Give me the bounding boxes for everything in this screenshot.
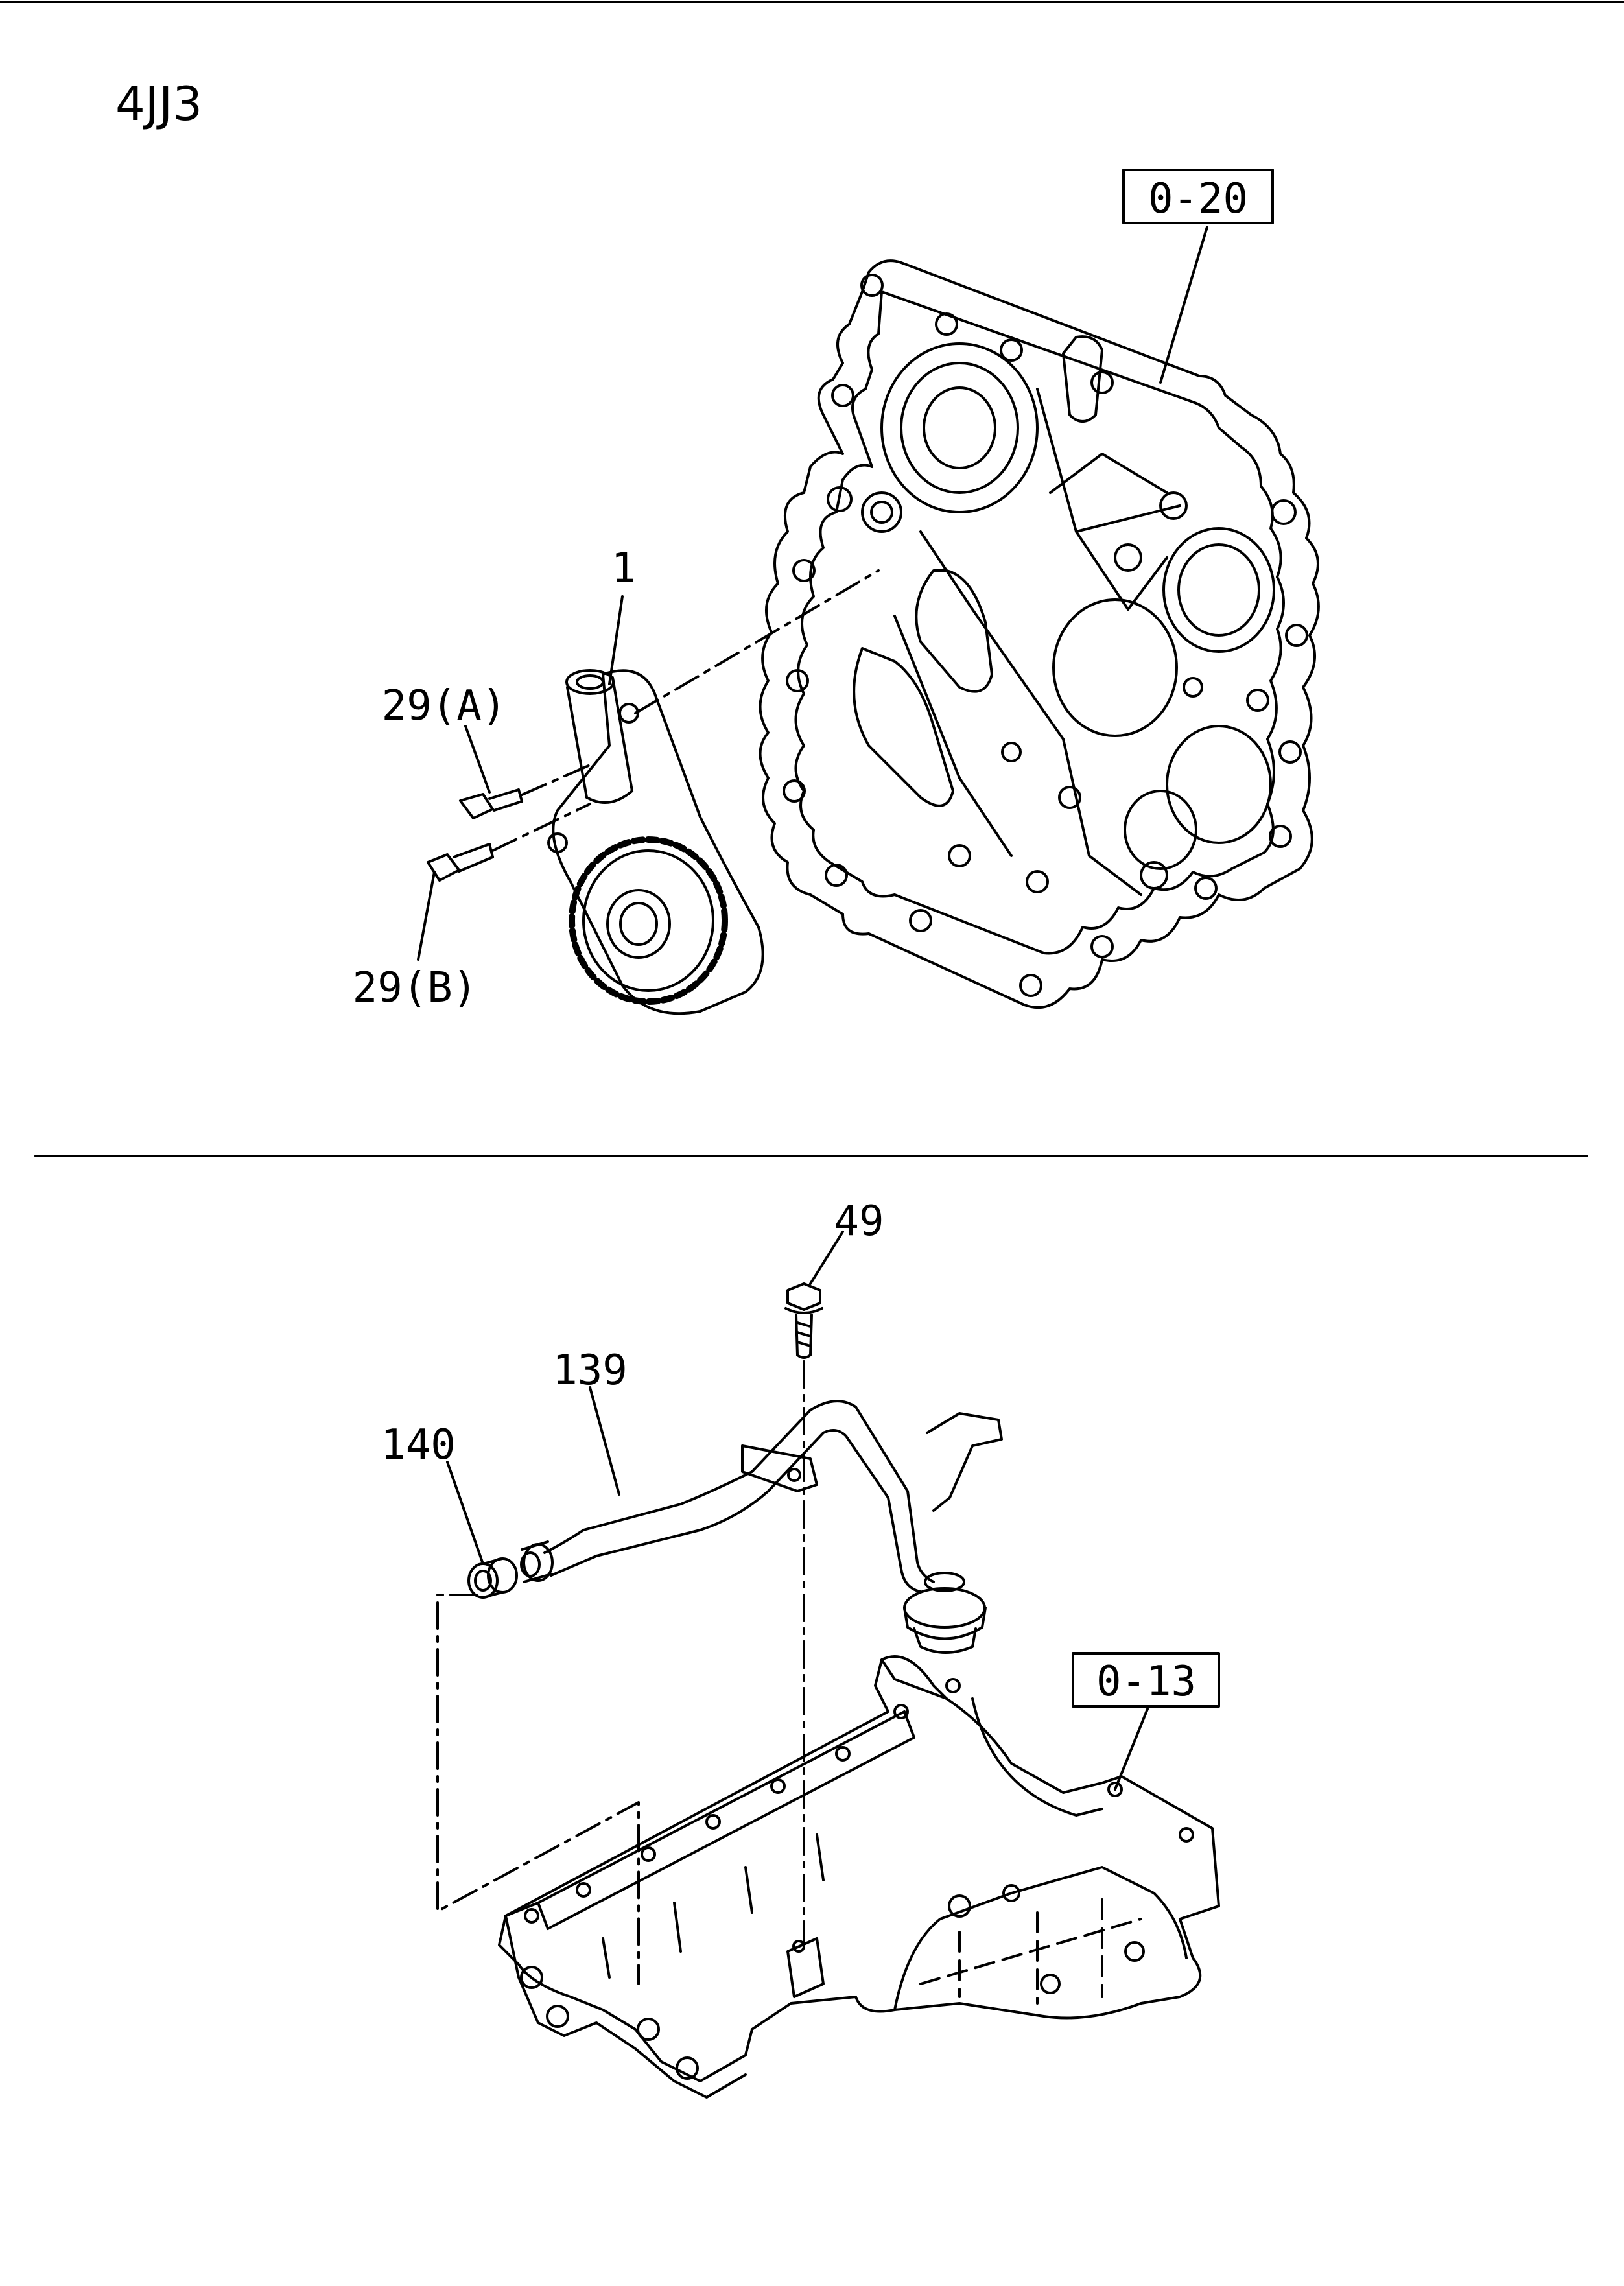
leader-139 <box>589 1386 620 1496</box>
locating-pin <box>1062 335 1103 423</box>
strainer-body-top <box>903 1587 986 1629</box>
pipe-inlet-bead-edges <box>521 1540 552 1583</box>
strainer-body <box>903 1607 987 1640</box>
pipe-mount-tab <box>926 1412 1003 1512</box>
upper-left-bore <box>880 342 1039 513</box>
idle-gear-plate-hole <box>618 703 639 724</box>
ref-box-0-20 <box>1122 169 1274 224</box>
upper-left-bore-inner <box>900 362 1019 494</box>
right-upper-bore-inner <box>1177 543 1260 637</box>
oil-pan-assembly <box>498 1655 1220 2099</box>
sump-body <box>893 1866 1188 2011</box>
bolt-29b <box>427 843 494 882</box>
gear-root-circle <box>582 849 714 992</box>
leader-49 <box>809 1231 844 1285</box>
upper-left-bore-hub <box>923 386 996 469</box>
strainer-screen <box>913 1627 977 1654</box>
callout-49: 49 <box>834 1197 884 1245</box>
gear-case-plate <box>759 259 1320 1009</box>
idle-gear-boss-bore <box>576 674 604 690</box>
leader-140 <box>446 1461 484 1565</box>
pipe-lower-edge <box>550 1429 922 1593</box>
rear-rim <box>880 1658 948 1700</box>
callout-139: 139 <box>552 1347 628 1395</box>
o-ring <box>467 1557 518 1599</box>
ref-label-0-20: 0-20 <box>1148 175 1248 223</box>
pan-bolt-holes <box>520 1678 1194 2080</box>
ref-0-13-leader <box>1114 1708 1149 1791</box>
alignment-lines <box>491 569 880 852</box>
callout-1: 1 <box>611 545 637 593</box>
idle-gear-plate <box>552 669 764 1015</box>
idle-gear-boss-bottom <box>585 790 633 804</box>
left-cavity <box>853 647 954 807</box>
leader-29b <box>417 871 436 961</box>
right-upper-bore <box>1162 527 1275 653</box>
crank-notch <box>971 1697 1103 1817</box>
right-lower-bore <box>1166 725 1272 844</box>
gear-hub-bore <box>619 902 658 946</box>
idle-gear-boss-sides <box>566 676 633 799</box>
idle-gear-assembly <box>547 669 764 1015</box>
pipe-bracket <box>741 1444 818 1492</box>
strainer-neck <box>924 1572 965 1592</box>
oil-pan-outline <box>498 1655 1220 2082</box>
gear-case-assembly <box>759 259 1320 1009</box>
ref-label-0-13: 0-13 <box>1096 1658 1196 1706</box>
oil-strainer-pipe <box>520 1400 1003 1654</box>
strainer-boss <box>786 1937 825 1998</box>
front-flange <box>504 1915 747 2099</box>
lower-small-bore <box>1124 790 1197 870</box>
pipe-bracket-hole <box>787 1468 801 1482</box>
center-bore <box>1052 598 1178 737</box>
mid-cavity <box>915 569 993 693</box>
bolt-49 <box>784 1282 823 1359</box>
callout-29b: 29(B) <box>353 964 478 1012</box>
oil-pan-rim <box>504 1710 915 1930</box>
ref-0-20-leader <box>1159 226 1208 384</box>
casting-ribs <box>893 388 1181 896</box>
pipe-upper-edge <box>543 1400 935 1583</box>
sump-ribs <box>919 1898 1142 2005</box>
bolt-holes <box>783 274 1308 997</box>
callout-29a: 29(A) <box>382 682 507 730</box>
pipe-inlet-opening <box>520 1551 541 1577</box>
bolt-29a <box>459 788 523 819</box>
model-label: 4JJ3 <box>115 77 203 131</box>
leader-29a <box>464 725 491 794</box>
gear-case-gasket-edge <box>794 290 1285 955</box>
lower-alignment-lines <box>436 1360 805 1985</box>
idle-gear-plate-hole-2 <box>547 832 568 853</box>
callout-140: 140 <box>381 1421 456 1469</box>
idle-gear-boss-top <box>565 669 615 695</box>
ref-box-0-13 <box>1072 1652 1220 1708</box>
pan-ribs <box>602 1833 825 1979</box>
gear-hub <box>606 889 671 959</box>
gear-teeth <box>569 836 728 1005</box>
leader-1 <box>608 595 624 685</box>
